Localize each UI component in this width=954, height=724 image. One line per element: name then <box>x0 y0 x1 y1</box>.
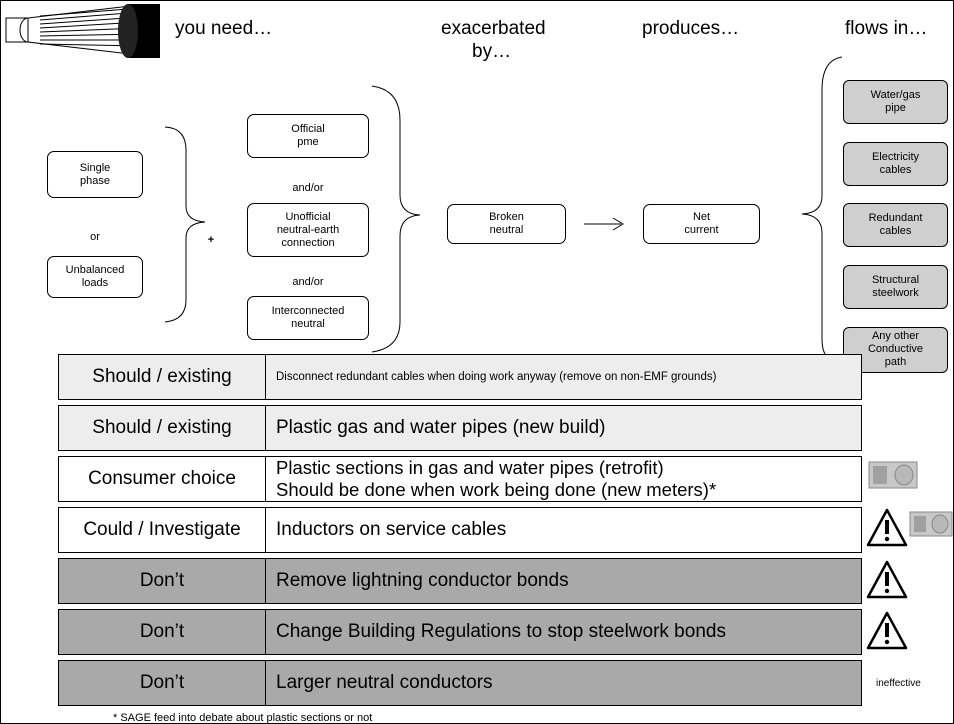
row-action: Plastic gas and water pipes (new build) <box>276 417 606 438</box>
banknote-icon <box>909 511 953 537</box>
arrow-right-icon <box>584 217 624 231</box>
row-action: Inductors on service cables <box>276 519 507 540</box>
header-flows-in: flows in… <box>845 18 928 39</box>
table-row: Don’t Larger neutral conductors <box>58 660 862 706</box>
banknote-icon <box>868 461 918 489</box>
table-row: Should / existing Disconnect redundant c… <box>58 354 862 400</box>
warning-triangle-icon <box>866 508 908 547</box>
row-status: Should / existing <box>59 355 266 399</box>
row-status: Don’t <box>59 610 266 654</box>
warning-triangle-icon <box>866 560 908 599</box>
footnote: * SAGE feed into debate about plastic se… <box>113 712 373 724</box>
andor-label-1: and/or <box>292 182 324 194</box>
table-row: Don’t Change Building Regulations to sto… <box>58 609 862 655</box>
header-exacerbated: exacerbated <box>441 18 546 39</box>
row-action: Change Building Regulations to stop stee… <box>276 621 726 642</box>
row-action: Plastic sections in gas and water pipes … <box>276 457 717 500</box>
header-by: by… <box>472 41 512 62</box>
table-row: Could / Investigate Inductors on service… <box>58 507 862 553</box>
plus-label: + <box>207 234 215 246</box>
row-action: Disconnect redundant cables when doing w… <box>276 371 717 383</box>
row-status: Could / Investigate <box>59 508 266 552</box>
header-produces: produces… <box>642 18 740 39</box>
row-action: Remove lightning conductor bonds <box>276 570 569 591</box>
header-you-need: you need… <box>175 18 273 39</box>
andor-label-2: and/or <box>292 276 324 288</box>
warning-triangle-icon <box>866 611 908 650</box>
ineffective-note: ineffective <box>876 678 921 689</box>
table-row: Don’t Remove lightning conductor bonds <box>58 558 862 604</box>
or-label: or <box>90 231 100 243</box>
table-row: Should / existing Plastic gas and water … <box>58 405 862 451</box>
row-status: Consumer choice <box>59 457 266 501</box>
row-status: Should / existing <box>59 406 266 450</box>
row-action: Larger neutral conductors <box>276 672 493 693</box>
table-row: Consumer choice Plastic sections in gas … <box>58 456 862 502</box>
row-status: Don’t <box>59 559 266 603</box>
row-status: Don’t <box>59 661 266 705</box>
